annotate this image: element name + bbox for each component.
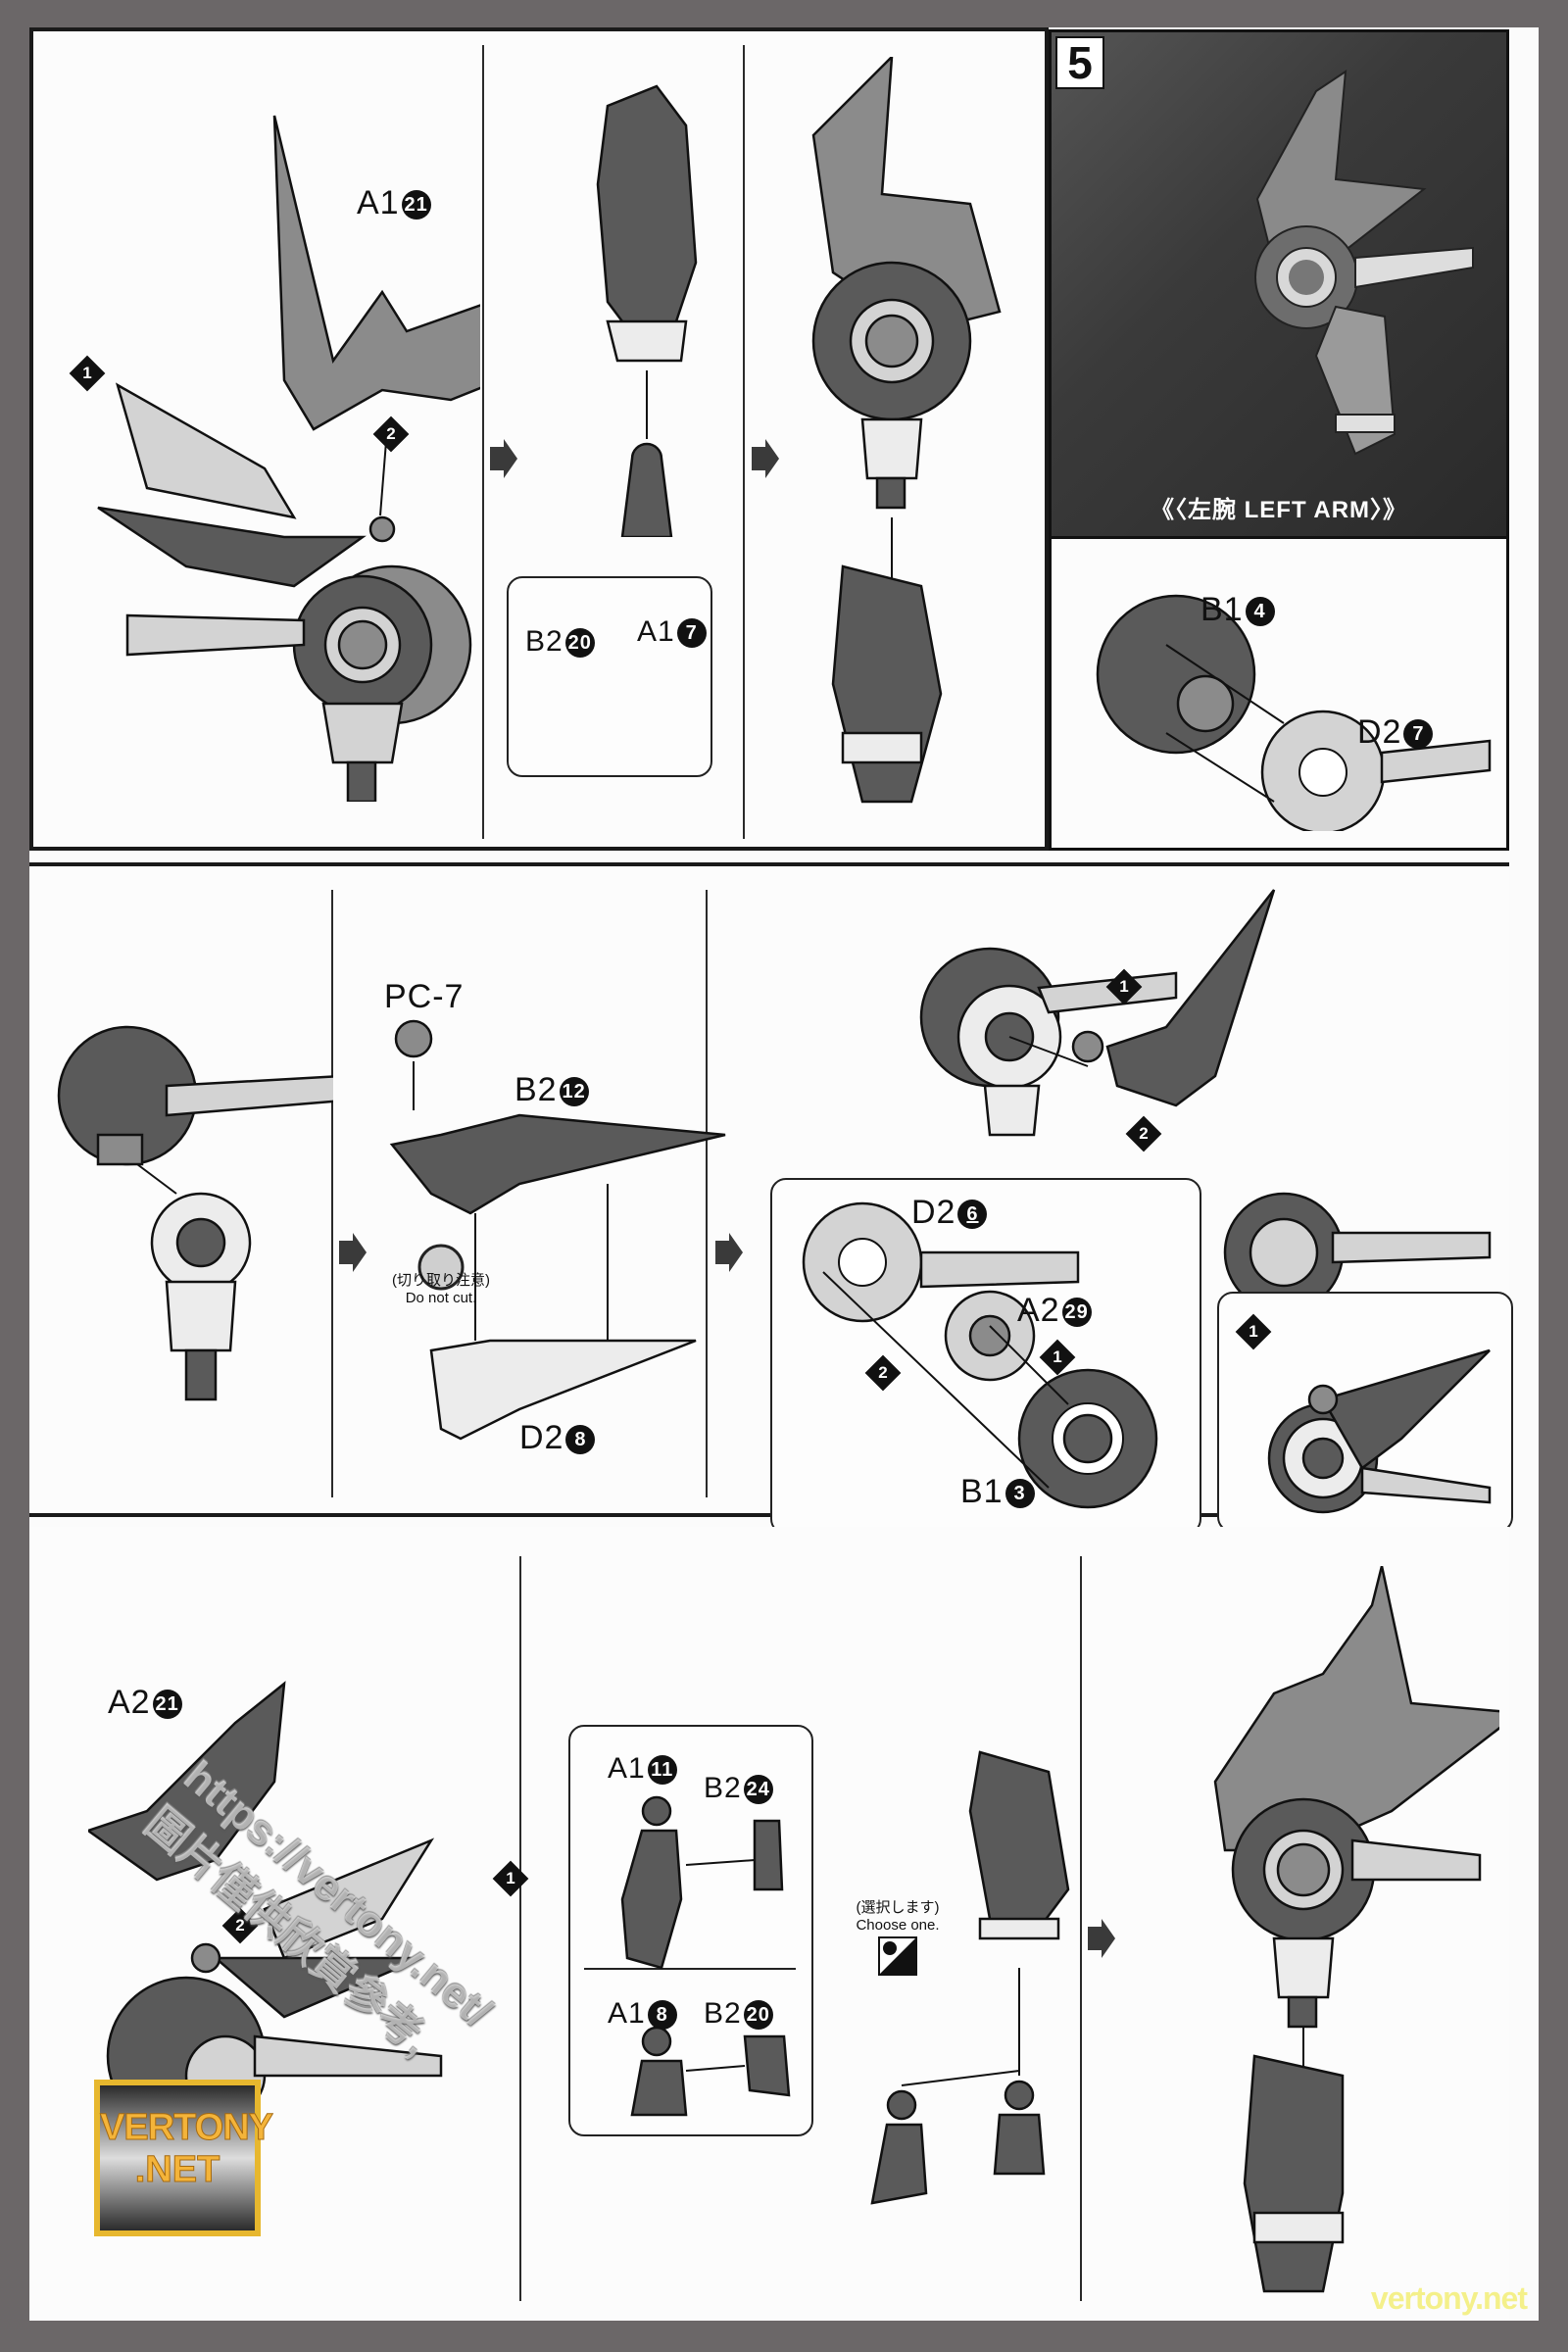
elbow-joint-diagram (1096, 594, 1492, 831)
substep-1-marker: 1 (492, 1860, 529, 1897)
forearm-diagram (596, 84, 698, 537)
option-divider (584, 1968, 796, 1970)
substep-1-marker: 1 (1105, 968, 1143, 1005)
shoulder-armor-diagram (97, 115, 480, 802)
step-5-reference-image: 5 《〈左腕 LEFT ARM〉》 (1049, 29, 1509, 539)
substep-1-marker: 1 (69, 355, 106, 392)
section-title: 《〈左腕 LEFT ARM〉》 (1150, 497, 1408, 523)
vertony-logo: VERTONY .NET (94, 2080, 274, 2236)
substep-1-marker: 1 (1039, 1339, 1076, 1376)
divider (706, 890, 708, 1497)
hand-options-diagram (620, 1795, 791, 2117)
hand-assembly-callout (507, 576, 712, 777)
divider (743, 45, 745, 839)
substep-2-marker: 2 (864, 1354, 902, 1392)
next-step-arrow-icon (339, 1233, 367, 1272)
divider (331, 890, 333, 1497)
next-step-arrow-icon (715, 1233, 743, 1272)
substep-2-marker: 2 (1125, 1115, 1162, 1152)
footer-site-label: vertony.net (1370, 2280, 1528, 2316)
choose-one-label: (選択します)Choose one. (856, 1899, 940, 1934)
do-not-cut-warning: (切り取り注意)Do not cut. (392, 1272, 490, 1306)
shoulder-armor-attach-diagram (88, 1681, 443, 2105)
forearm-hand-diagram (870, 1750, 1070, 2205)
next-step-arrow-icon (752, 439, 779, 478)
divider (519, 1556, 521, 2301)
elbow-shoulder-join-diagram (57, 1025, 333, 1401)
next-step-arrow-icon (490, 439, 517, 478)
substep-2-marker: 2 (372, 416, 410, 453)
shoulder-blade-attach-diagram (919, 889, 1492, 1292)
choose-one-icon (878, 1936, 917, 1976)
next-step-arrow-icon (1088, 1919, 1115, 1958)
divider (482, 45, 484, 839)
cap-label-PC-7: PC-7 (384, 978, 465, 1015)
divider (1080, 1556, 1082, 2301)
arm-assembly-diagram (811, 57, 1002, 804)
detail-view-diagram (1267, 1348, 1492, 1514)
left-arm-render (1254, 70, 1474, 456)
elbow-parts-diagram (802, 1201, 1158, 1509)
panel-2 (29, 862, 1509, 1517)
spike-blade-diagram (389, 1019, 726, 1441)
final-left-arm-diagram (1213, 1566, 1499, 2293)
step-number: 5 (1055, 36, 1104, 89)
